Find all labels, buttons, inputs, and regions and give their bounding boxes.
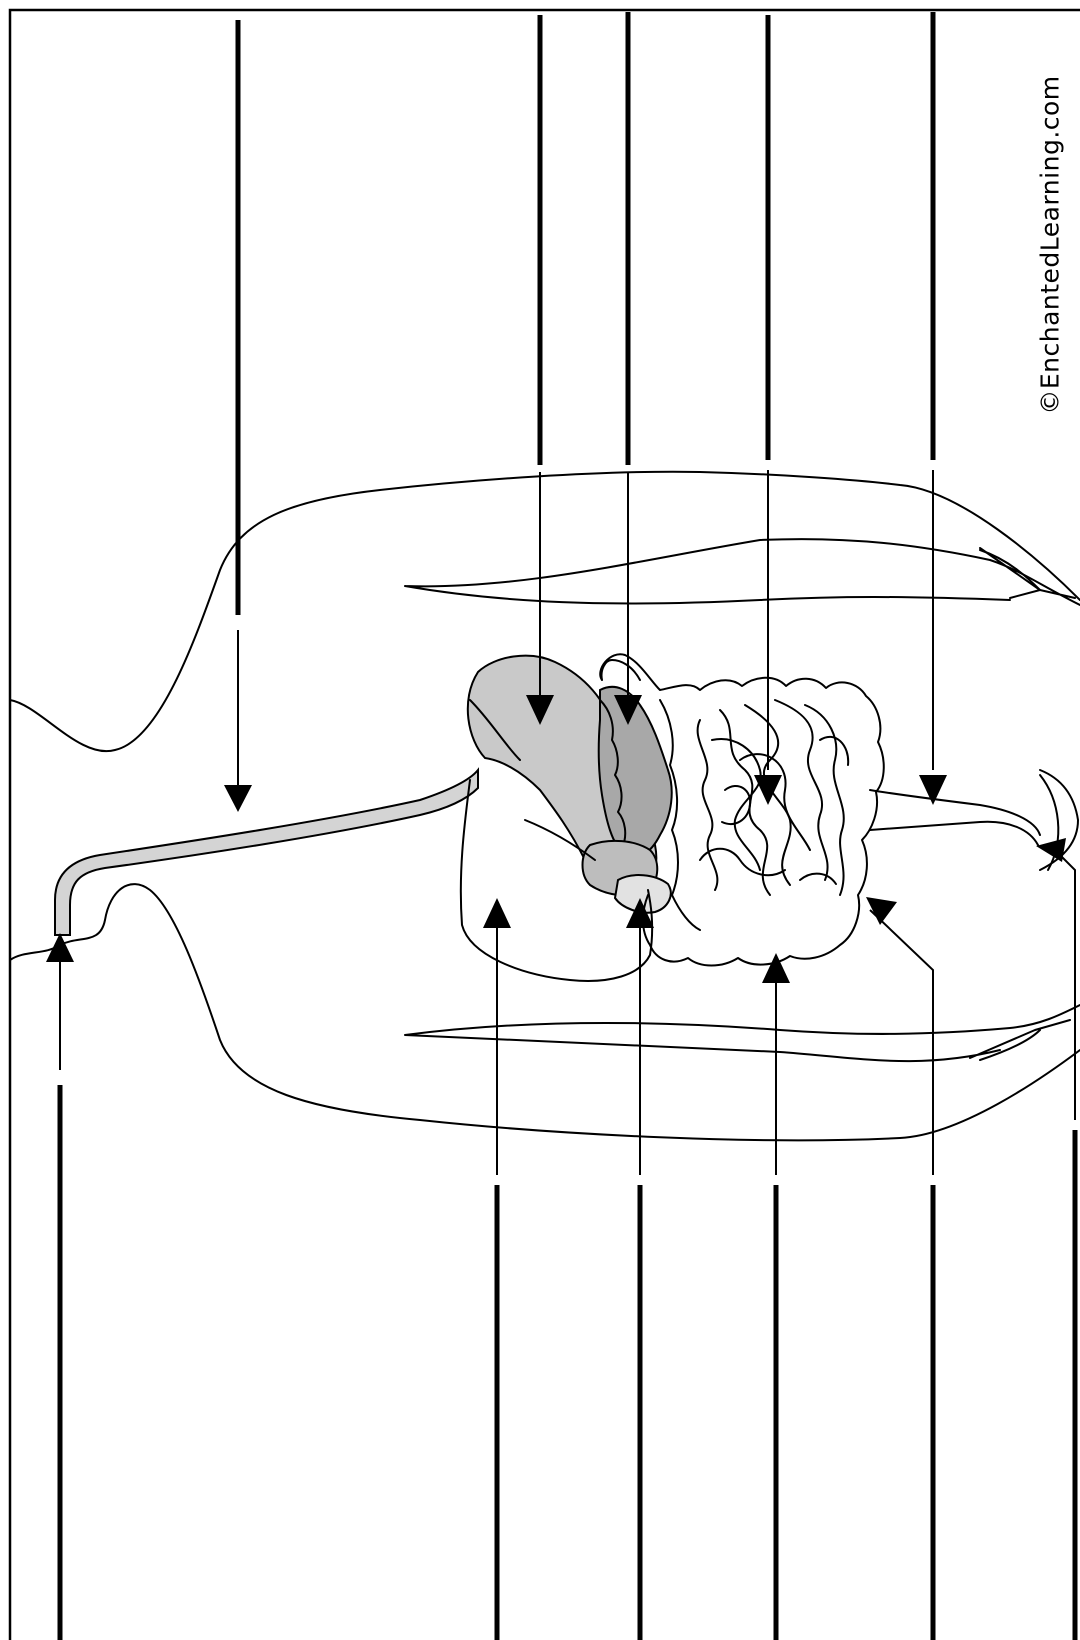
esophagus [55, 770, 478, 935]
mouth-arrow-icon [46, 933, 74, 962]
duodenum-arrow-icon [483, 898, 511, 928]
diagram-frame [10, 10, 1080, 1640]
rectum [870, 790, 1040, 845]
esophagus-arrow-icon [224, 785, 252, 812]
copyright-credit: ©EnchantedLearning.com [1036, 75, 1065, 414]
body-outline [10, 472, 1080, 1141]
small-intestine [698, 700, 849, 895]
bottom-label-lines [46, 838, 1075, 1640]
anus-arrow-icon [1036, 838, 1066, 862]
